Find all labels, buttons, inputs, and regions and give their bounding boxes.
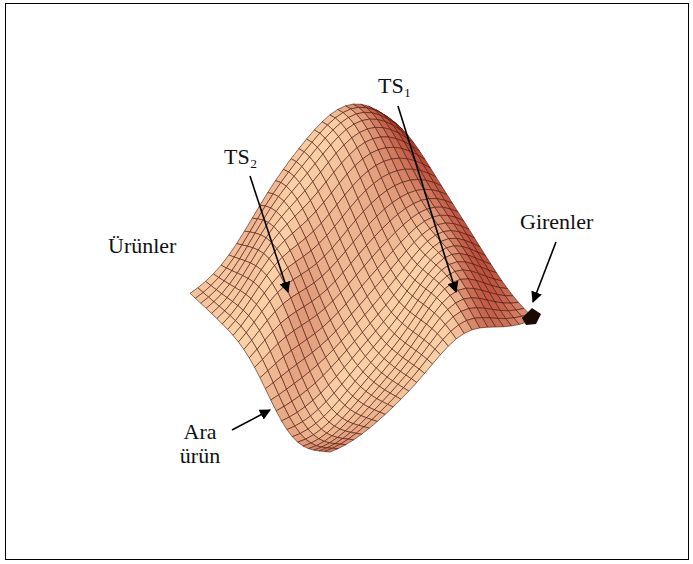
surface-patch	[340, 439, 353, 444]
surface-label: TS₂	[224, 145, 257, 169]
surface-label: Ürünler	[108, 234, 176, 258]
surface-label: Ara ürün	[168, 420, 232, 468]
surface-patch	[356, 427, 369, 435]
surface-patch	[364, 420, 377, 428]
reactant-tip	[522, 308, 541, 325]
surface-patch	[332, 444, 345, 449]
surface-patch	[325, 448, 338, 452]
leader-line	[398, 106, 456, 292]
leader-line	[232, 410, 270, 430]
leader-line	[533, 242, 556, 302]
surface-label: Girenler	[520, 210, 593, 234]
leader-line	[250, 176, 288, 292]
surface-patch	[348, 433, 361, 440]
surface-label: TS₁	[378, 74, 411, 98]
